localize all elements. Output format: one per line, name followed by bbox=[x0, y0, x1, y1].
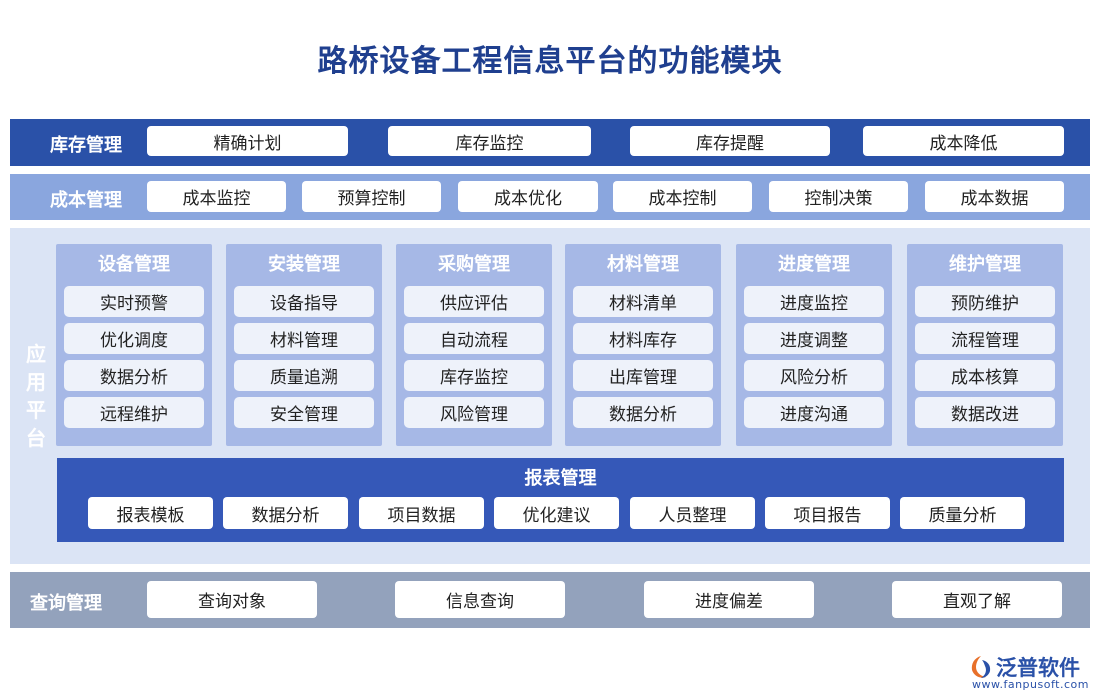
module-item: 材料管理 bbox=[234, 323, 374, 354]
inventory-item: 成本降低 bbox=[863, 126, 1064, 156]
page-title: 路桥设备工程信息平台的功能模块 bbox=[317, 44, 783, 79]
platform-label: 应 用 平 台 bbox=[24, 340, 48, 452]
module-item: 质量追溯 bbox=[234, 360, 374, 391]
cost-item: 成本数据 bbox=[925, 181, 1064, 212]
report-item: 项目数据 bbox=[359, 497, 484, 529]
logo-url: www.fanpusoft.com bbox=[972, 678, 1089, 691]
cost-item: 成本控制 bbox=[613, 181, 752, 212]
query-item: 进度偏差 bbox=[644, 581, 814, 618]
query-band: 查询管理 查询对象 信息查询 进度偏差 直观了解 bbox=[10, 572, 1090, 628]
module-procurement: 采购管理 供应评估 自动流程 库存监控 风险管理 bbox=[396, 244, 552, 446]
module-item: 自动流程 bbox=[404, 323, 544, 354]
module-equipment: 设备管理 实时预警 优化调度 数据分析 远程维护 bbox=[56, 244, 212, 446]
inventory-band: 库存管理 精确计划 库存监控 库存提醒 成本降低 bbox=[10, 119, 1090, 166]
module-title: 维护管理 bbox=[949, 254, 1021, 275]
module-item: 库存监控 bbox=[404, 360, 544, 391]
module-progress: 进度管理 进度监控 进度调整 风险分析 进度沟通 bbox=[736, 244, 892, 446]
report-item: 项目报告 bbox=[765, 497, 890, 529]
report-item: 优化建议 bbox=[494, 497, 619, 529]
report-title: 报表管理 bbox=[524, 468, 597, 489]
module-maintenance: 维护管理 预防维护 流程管理 成本核算 数据改进 bbox=[907, 244, 1063, 446]
module-item: 安全管理 bbox=[234, 397, 374, 428]
module-item: 数据分析 bbox=[573, 397, 713, 428]
module-item: 预防维护 bbox=[915, 286, 1055, 317]
cost-item: 成本监控 bbox=[147, 181, 286, 212]
module-materials: 材料管理 材料清单 材料库存 出库管理 数据分析 bbox=[565, 244, 721, 446]
module-item: 进度监控 bbox=[744, 286, 884, 317]
platform-label-char: 平 bbox=[26, 398, 46, 422]
module-item: 风险分析 bbox=[744, 360, 884, 391]
fanpu-logo-icon bbox=[971, 656, 991, 678]
inventory-item: 库存监控 bbox=[388, 126, 591, 156]
query-label: 查询管理 bbox=[30, 593, 102, 614]
cost-label: 成本管理 bbox=[50, 190, 122, 211]
cost-band: 成本管理 成本监控 预算控制 成本优化 成本控制 控制决策 成本数据 bbox=[10, 174, 1090, 220]
query-item: 直观了解 bbox=[892, 581, 1062, 618]
platform-label-char: 应 bbox=[26, 342, 46, 366]
report-item: 报表模板 bbox=[88, 497, 213, 529]
query-item: 查询对象 bbox=[147, 581, 317, 618]
module-item: 材料清单 bbox=[573, 286, 713, 317]
module-title: 安装管理 bbox=[268, 254, 340, 275]
platform-label-char: 用 bbox=[26, 370, 46, 394]
module-item: 实时预警 bbox=[64, 286, 204, 317]
module-installation: 安装管理 设备指导 材料管理 质量追溯 安全管理 bbox=[226, 244, 382, 446]
module-item: 数据改进 bbox=[915, 397, 1055, 428]
module-item: 进度调整 bbox=[744, 323, 884, 354]
cost-item: 成本优化 bbox=[458, 181, 598, 212]
query-item: 信息查询 bbox=[395, 581, 565, 618]
module-title: 设备管理 bbox=[98, 254, 170, 275]
module-item: 设备指导 bbox=[234, 286, 374, 317]
logo-name: 泛普软件 bbox=[996, 656, 1080, 680]
module-item: 远程维护 bbox=[64, 397, 204, 428]
inventory-label: 库存管理 bbox=[50, 135, 122, 156]
module-item: 进度沟通 bbox=[744, 397, 884, 428]
module-item: 供应评估 bbox=[404, 286, 544, 317]
inventory-item: 库存提醒 bbox=[630, 126, 830, 156]
cost-item: 控制决策 bbox=[769, 181, 908, 212]
module-item: 风险管理 bbox=[404, 397, 544, 428]
cost-item: 预算控制 bbox=[302, 181, 441, 212]
platform-band: 应 用 平 台 设备管理 实时预警 优化调度 数据分析 远程维护 安装管理 设备… bbox=[10, 228, 1090, 564]
report-item: 人员整理 bbox=[630, 497, 755, 529]
module-title: 采购管理 bbox=[438, 254, 510, 275]
module-item: 流程管理 bbox=[915, 323, 1055, 354]
report-item: 质量分析 bbox=[900, 497, 1025, 529]
report-item: 数据分析 bbox=[223, 497, 348, 529]
brand-logo: 泛普软件 www.fanpusoft.com bbox=[968, 652, 1092, 694]
platform-label-char: 台 bbox=[26, 426, 46, 450]
module-title: 进度管理 bbox=[778, 254, 850, 275]
module-title: 材料管理 bbox=[607, 254, 679, 275]
module-item: 材料库存 bbox=[573, 323, 713, 354]
module-item: 数据分析 bbox=[64, 360, 204, 391]
module-item: 优化调度 bbox=[64, 323, 204, 354]
module-item: 出库管理 bbox=[573, 360, 713, 391]
report-band: 报表管理 报表模板 数据分析 项目数据 优化建议 人员整理 项目报告 质量分析 bbox=[57, 458, 1064, 542]
module-item: 成本核算 bbox=[915, 360, 1055, 391]
inventory-item: 精确计划 bbox=[147, 126, 348, 156]
